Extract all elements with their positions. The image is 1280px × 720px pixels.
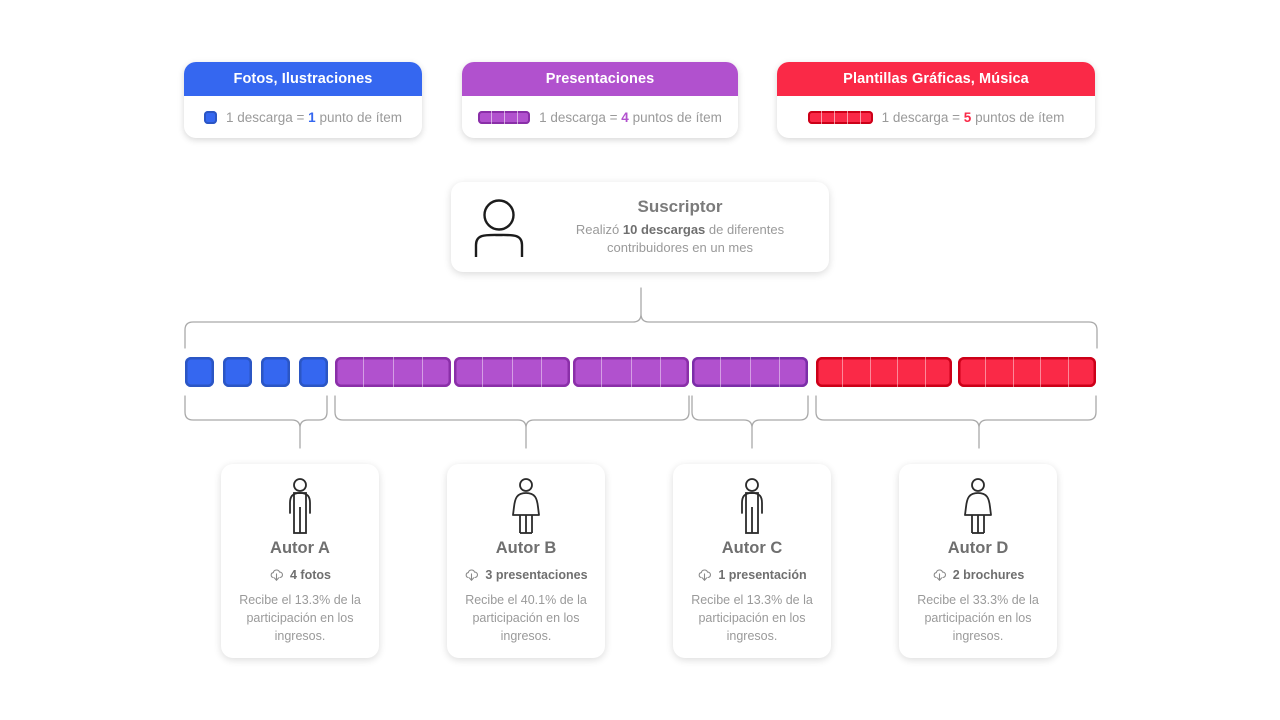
download-block-fotos[interactable] [185, 357, 214, 387]
author-name: Autor A [270, 539, 330, 557]
block-segment [958, 357, 985, 387]
block-segment [1040, 357, 1068, 387]
cloud-download-icon [269, 568, 284, 582]
download-block-presentaciones[interactable] [335, 357, 451, 387]
download-block-plantillas[interactable] [958, 357, 1096, 387]
female-figure-icon [506, 477, 546, 535]
legend-card-title: Presentaciones [462, 62, 738, 96]
female-figure-icon [958, 477, 998, 535]
download-block-plantillas[interactable] [816, 357, 952, 387]
block-segment [924, 357, 952, 387]
block-swatch-icon [203, 110, 217, 124]
author-revenue-share: Recibe el 40.1% de la participación en l… [465, 593, 587, 644]
author-count-label: 4 fotos [290, 568, 331, 582]
author-name: Autor C [721, 539, 783, 557]
author-revenue-share: Recibe el 13.3% de la participación en l… [691, 593, 813, 644]
legend-card-presentaciones[interactable]: Presentaciones 1 descarga = 4 puntos de … [462, 62, 738, 138]
block-segment [984, 357, 1013, 387]
male-figure-icon [732, 477, 772, 535]
block-segment [223, 357, 252, 387]
block-segment [720, 357, 749, 387]
legend-card-fotos[interactable]: Fotos, Ilustraciones 1 descarga = 1 punt… [184, 62, 422, 138]
block-segment [454, 357, 482, 387]
download-block-fotos[interactable] [223, 357, 252, 387]
block-segment [601, 357, 630, 387]
author-name: Autor D [947, 539, 1009, 557]
download-block-fotos[interactable] [299, 357, 328, 387]
author-name: Autor B [495, 539, 557, 557]
author-download-count: 3 presentaciones [464, 568, 588, 582]
block-segment [185, 357, 214, 387]
block-segment [573, 357, 601, 387]
block-segment [421, 357, 451, 387]
cloud-download-icon [932, 568, 947, 582]
block-segment [816, 357, 842, 387]
block-segment [511, 357, 541, 387]
download-block-presentaciones[interactable] [454, 357, 570, 387]
block-segment [630, 357, 660, 387]
block-swatch-icon [478, 110, 531, 124]
cloud-download-icon [464, 568, 479, 582]
legend-card-plantillas[interactable]: Plantillas Gráficas, Música 1 descarga =… [777, 62, 1095, 138]
legend-card-body: 1 descarga = 5 puntos de ítem [777, 96, 1095, 138]
author-download-count: 1 presentación [697, 568, 807, 582]
legend-card-title: Plantillas Gráficas, Música [777, 62, 1095, 96]
block-segment [392, 357, 422, 387]
legend-card-body: 1 descarga = 1 punto de ítem [184, 96, 422, 138]
author-count-label: 3 presentaciones [485, 568, 588, 582]
legend-card-text: 1 descarga = 5 puntos de ítem [881, 109, 1065, 125]
subscriber-card[interactable]: Suscriptor Realizó 10 descargas de difer… [451, 182, 829, 272]
author-revenue-share: Recibe el 13.3% de la participación en l… [239, 593, 361, 644]
block-segment [659, 357, 689, 387]
legend-card-text: 1 descarga = 1 punto de ítem [225, 109, 402, 125]
block-segment [1068, 357, 1096, 387]
legend-card-title: Fotos, Ilustraciones [184, 62, 422, 96]
author-download-count: 4 fotos [269, 568, 331, 582]
block-segment [261, 357, 290, 387]
block-segment [482, 357, 511, 387]
download-block-presentaciones[interactable] [573, 357, 689, 387]
legend-card-text: 1 descarga = 4 puntos de ítem [539, 109, 722, 125]
block-swatch-icon [807, 110, 873, 124]
cloud-download-icon [697, 568, 712, 582]
download-block-presentaciones[interactable] [692, 357, 808, 387]
author-count-label: 1 presentación [718, 568, 807, 582]
author-download-count: 2 brochures [932, 568, 1025, 582]
block-segment [363, 357, 392, 387]
download-block-fotos[interactable] [261, 357, 290, 387]
author-revenue-share: Recibe el 33.3% de la participación en l… [917, 593, 1039, 644]
block-segment [897, 357, 924, 387]
block-segment [869, 357, 897, 387]
block-segment [692, 357, 720, 387]
block-segment [842, 357, 869, 387]
block-segment [1012, 357, 1041, 387]
block-segment [299, 357, 328, 387]
block-segment [540, 357, 570, 387]
person-avatar-icon [451, 197, 547, 257]
block-segment [335, 357, 363, 387]
author-count-label: 2 brochures [952, 568, 1025, 582]
male-figure-icon [280, 477, 320, 535]
block-segment [749, 357, 779, 387]
block-segment [778, 357, 808, 387]
legend-card-body: 1 descarga = 4 puntos de ítem [462, 96, 738, 138]
subscriber-description: Realizó 10 descargas de diferentes contr… [575, 222, 785, 255]
subscriber-title: Suscriptor [637, 197, 723, 217]
